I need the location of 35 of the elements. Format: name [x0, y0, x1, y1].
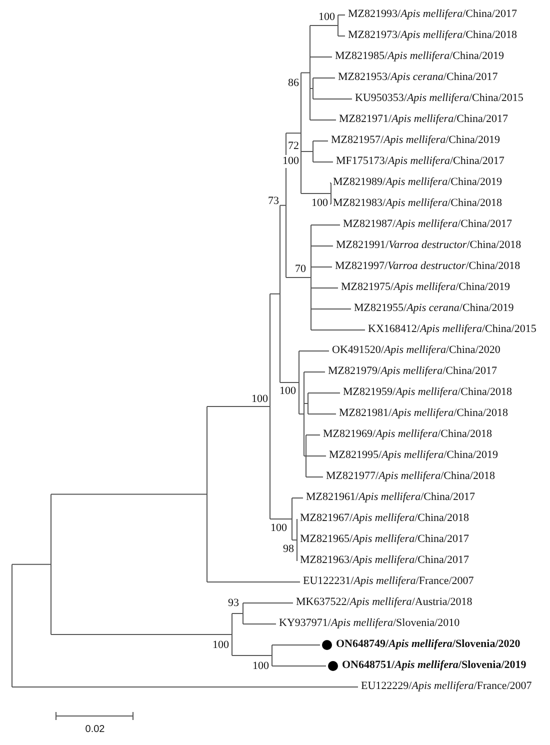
taxon-label: MZ821997/Varroa destructor/China/2018	[335, 260, 520, 273]
taxon-label: MZ821953/Apis cerana/China/2017	[338, 71, 498, 84]
taxon-label: MZ821973/Apis mellifera/China/2018	[348, 29, 517, 42]
taxon-label: MZ821957/Apis mellifera/China/2019	[331, 134, 500, 147]
taxon-label: MZ821963/Apis mellifera/China/2017	[300, 554, 469, 567]
taxon-label: MZ821967/Apis mellifera/China/2018	[300, 512, 469, 525]
taxon-label: MZ821983/Apis mellifera/China/2018	[333, 197, 502, 210]
taxon-label: MZ821987/Apis mellifera/China/2017	[343, 218, 512, 231]
taxon-label: KY937971/Apis mellifera/Slovenia/2010	[279, 617, 460, 630]
taxon-label: MZ821965/Apis mellifera/China/2017	[300, 533, 469, 546]
taxon-label: MZ821977/Apis mellifera/China/2018	[326, 470, 495, 483]
bootstrap-value: 100	[282, 155, 299, 168]
taxon-label: ON648749/Apis mellifera/Slovenia/2020	[336, 638, 520, 651]
taxon-label: KX168412/Apis mellifera/China/2015	[368, 323, 536, 336]
taxon-label: MZ821955/Apis cerana/China/2019	[354, 302, 514, 315]
taxon-label: MZ821969/Apis mellifera/China/2018	[323, 428, 492, 441]
taxon-label: MZ821981/Apis mellifera/China/2018	[339, 407, 508, 420]
taxon-label: KU950353/Apis mellifera/China/2015	[355, 92, 524, 105]
taxon-label: MZ821995/Apis mellifera/China/2019	[329, 449, 498, 462]
taxon-label: MZ821961/Apis mellifera/China/2017	[306, 491, 475, 504]
taxon-label: MZ821971/Apis mellifera/China/2017	[339, 113, 508, 126]
taxon-label: MZ821979/Apis mellifera/China/2017	[328, 365, 497, 378]
taxon-label: MK637522/Apis mellifera/Austria/2018	[296, 596, 472, 609]
taxon-label: MZ821993/Apis mellifera/China/2017	[348, 8, 517, 21]
taxon-label: ON648751/Apis mellifera/Slovenia/2019	[342, 659, 526, 672]
taxon-label: MF175173/Apis mellifera/China/2017	[336, 155, 504, 168]
taxon-label: MZ821985/Apis mellifera/China/2019	[335, 50, 504, 63]
taxon-label: MZ821959/Apis mellifera/China/2018	[343, 386, 512, 399]
taxon-label: EU122229/Apis mellifera/France/2007	[361, 680, 532, 693]
scale-bar-label: 0.02	[85, 723, 105, 736]
taxon-label: EU122231/Apis mellifera/France/2007	[303, 575, 474, 588]
taxon-label: MZ821989/Apis mellifera/China/2019	[333, 176, 502, 189]
taxon-label: MZ821975/Apis mellifera/China/2019	[341, 281, 510, 294]
taxon-label: OK491520/Apis mellifera/China/2020	[332, 344, 500, 357]
taxon-label: MZ821991/Varroa destructor/China/2018	[336, 239, 522, 252]
